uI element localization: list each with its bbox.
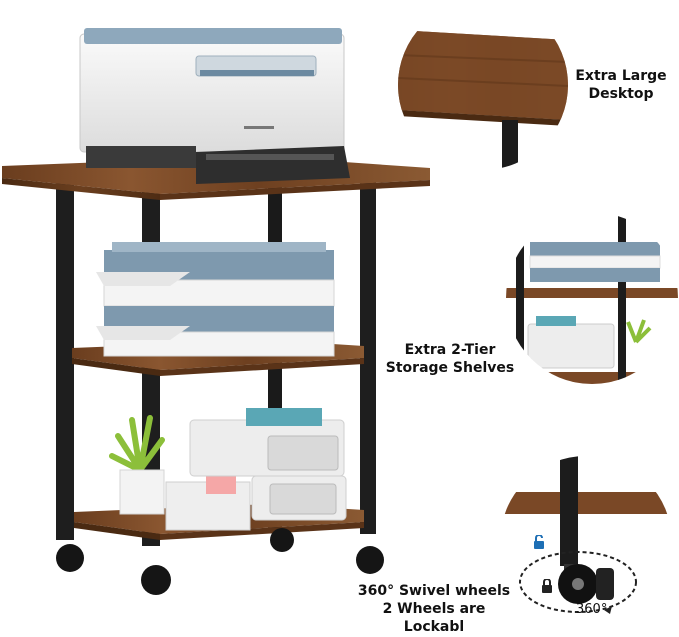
lock-icon	[540, 578, 554, 593]
wheels-label-line2: 2 Wheels are Lockabl	[382, 601, 486, 636]
front-leg-left	[56, 178, 74, 540]
shelves-label-line2: Storage Shelves	[385, 359, 515, 376]
unlock-icon	[532, 534, 546, 549]
desktop-callout-label: Extra Large Desktop	[566, 68, 676, 103]
plant	[109, 415, 165, 515]
shelves-closeup-circle	[506, 212, 678, 384]
wheels-label-line1: 360° Swivel wheels	[357, 583, 511, 599]
rotation-label: 360°	[576, 602, 608, 617]
wheels-closeup-circle	[500, 456, 672, 628]
wheels-callout-label: 360° Swivel wheels 2 Wheels are Lockabl	[354, 582, 514, 637]
front-leg-right	[360, 182, 376, 534]
document-trays	[96, 242, 335, 357]
desktop-label-line1: Extra Large	[575, 68, 667, 84]
shelves-callout-label: Extra 2-Tier Storage Shelves	[380, 342, 520, 377]
shelves-label-line1: Extra 2-Tier	[404, 342, 496, 358]
desktop-closeup-circle	[398, 0, 568, 170]
desktop-label-line2: Desktop	[588, 85, 654, 102]
caster-wheels	[56, 528, 384, 595]
drawer-boxes	[189, 408, 347, 521]
printer	[79, 28, 350, 184]
